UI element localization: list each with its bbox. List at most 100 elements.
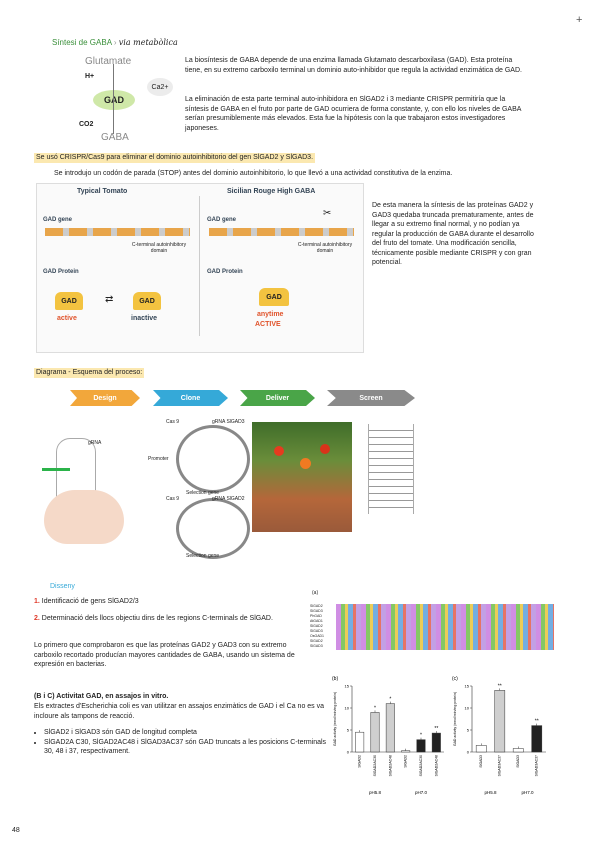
scissors-icon: ✂ bbox=[323, 208, 332, 219]
chart-c-group-label: pH5.8 bbox=[484, 790, 497, 795]
co2-label: CO2 bbox=[79, 121, 94, 128]
chart-c-bar bbox=[475, 745, 487, 753]
chart-c-category-label: SlGAD3AC37 bbox=[535, 755, 539, 776]
design-item-2: 2. Determinació dels llocs objectiu dins… bbox=[34, 615, 273, 622]
chart-c-title: (c) bbox=[452, 676, 458, 682]
glutamate-label: Glutamate bbox=[85, 56, 132, 67]
gad-gene-label-right: GAD gene bbox=[207, 217, 237, 223]
chart-b-category-label: SlGAD2AC30 bbox=[373, 755, 377, 776]
section-title-row: Síntesi de GABA › via metabòlica bbox=[52, 38, 178, 47]
chart-c-category-label: SlGAD3 bbox=[479, 755, 483, 768]
gad-gene-bar-left bbox=[45, 228, 190, 236]
cas9-label-1: Cas 9 bbox=[166, 419, 180, 425]
chart-c-star: ** bbox=[498, 683, 502, 689]
chart-b-ytick-label: 10 bbox=[345, 706, 350, 711]
step-deliver: Deliver bbox=[240, 390, 315, 406]
chart-c-group-label: pH7.0 bbox=[521, 790, 534, 795]
grna-gad-label-1: gRNA SlGAD3 bbox=[212, 419, 245, 425]
chart-b-ytick-label: 0 bbox=[347, 750, 350, 755]
intro-paragraph-2: La eliminación de esta parte terminal au… bbox=[185, 96, 522, 132]
grna-label: gRNA bbox=[88, 440, 102, 446]
calcium-cloud: Ca2+ bbox=[147, 78, 173, 96]
target-marker bbox=[42, 468, 70, 471]
chart-b-group-label: pH7.0 bbox=[415, 790, 428, 795]
reaction-arrow bbox=[113, 64, 114, 134]
cterm-label-right: C-terminal autoinhibitory domain bbox=[297, 242, 353, 254]
chart-b-title: (b) bbox=[332, 676, 338, 682]
fig-left-title: Typical Tomato bbox=[77, 188, 128, 195]
design-label: Disseny bbox=[50, 583, 75, 590]
crispr-figure: Typical Tomato Sicilian Rouge High GABA … bbox=[36, 183, 364, 353]
design-item-1: 1. Identificació de gens SlGAD2/3 bbox=[34, 598, 139, 605]
chart-b-ylabel: GAD activity (nmol/min/mg protein) bbox=[333, 692, 337, 746]
step-screen: Screen bbox=[327, 390, 415, 406]
tomato-plant-photo bbox=[252, 422, 352, 532]
exchange-arrows-icon: ⇄ bbox=[105, 294, 114, 305]
process-heading: Diagrama - Esquema del proceso: bbox=[34, 368, 145, 378]
chart-b-bar bbox=[401, 750, 411, 753]
step-clone: Clone bbox=[153, 390, 228, 406]
chart-b-category-label: SlGAD2 bbox=[404, 755, 408, 768]
chart-c-bar bbox=[512, 748, 524, 753]
chart-c-star: ** bbox=[535, 719, 539, 725]
active-caps-label: ACTIVE bbox=[255, 321, 281, 328]
chart-c-ytick-label: 10 bbox=[465, 706, 470, 711]
page-number: 48 bbox=[12, 827, 20, 834]
section-note: via metabòlica bbox=[118, 38, 178, 47]
chart-b-category-label: SlGAD2 bbox=[358, 755, 362, 768]
chart-c-ytick-label: 15 bbox=[465, 684, 470, 689]
design-result-text: Lo primero que comprobaron es que las pr… bbox=[34, 642, 295, 668]
chart-c-bar bbox=[531, 725, 543, 753]
chart-b-bar bbox=[385, 703, 395, 753]
grna-gad-label-2: gRNA SlGAD2 bbox=[212, 496, 245, 502]
chart-b-category-label: SlGAD2AC48 bbox=[434, 755, 438, 776]
gad-gene-bar-right bbox=[209, 228, 354, 236]
gad-protein-label-right: GAD Protein bbox=[207, 269, 243, 275]
crispr-heading: Se usó CRISPR/Cas9 para eliminar el domi… bbox=[34, 153, 316, 163]
gad-inactive: GAD bbox=[133, 292, 161, 310]
anytime-label: anytime bbox=[257, 311, 284, 318]
chart-b-star: * bbox=[374, 705, 376, 711]
chart-b-ytick-label: 15 bbox=[345, 684, 350, 689]
active-label: active bbox=[57, 315, 77, 322]
inactive-label: inactive bbox=[131, 315, 158, 322]
crispr-subtext: Se introdujo un codón de parada (STOP) a… bbox=[54, 170, 453, 177]
chart-b-group-label: pH5.8 bbox=[369, 790, 382, 795]
chart-b-bar bbox=[416, 739, 426, 753]
chart-c-bar bbox=[494, 690, 506, 753]
activity-text: Els extractes d'Escherichia coli es van … bbox=[34, 703, 325, 720]
alignment-colors bbox=[336, 604, 554, 650]
gad-gene-label-left: GAD gene bbox=[43, 217, 73, 223]
activity-heading: (B i C) Activitat GAD, en assajos in vit… bbox=[34, 693, 169, 700]
alignment-figure: SlGAD2 SlGAD3 PhGAD AtGAD1 SlGAD2 SlGAD3… bbox=[310, 604, 555, 652]
chart-b-bar bbox=[355, 731, 365, 753]
gaba-label: GABA bbox=[101, 132, 129, 143]
chart-b-category-label: SlGAD2AC48 bbox=[388, 755, 392, 776]
sequencing-trace bbox=[368, 424, 414, 514]
chart-b-bar bbox=[370, 712, 380, 753]
cell-shape bbox=[44, 490, 124, 544]
activity-bullets: SlGAD2 i SlGAD3 són GAD de longitud comp… bbox=[34, 728, 336, 757]
fig-a-label: (a) bbox=[312, 590, 319, 596]
gad-anytime: GAD bbox=[259, 288, 289, 306]
chart-b-star: * bbox=[389, 697, 391, 703]
chart-b-bar bbox=[431, 732, 441, 753]
chart-c-ytick-label: 0 bbox=[467, 750, 470, 755]
chart-b-star: * bbox=[420, 733, 422, 739]
cas9-label-2: Cas 9 bbox=[166, 496, 180, 502]
gaba-synthesis-diagram: Glutamate H+ Ca2+ GAD CO2 GABA bbox=[75, 52, 185, 147]
chart-b-category-label: SlGAD2AC30 bbox=[419, 755, 423, 776]
plus-icon[interactable]: + bbox=[576, 14, 583, 26]
hplus-label: H+ bbox=[85, 73, 95, 80]
gad-protein-label-left: GAD Protein bbox=[43, 269, 79, 275]
section-title: Síntesi de GABA bbox=[52, 38, 112, 47]
plasmid-1 bbox=[176, 425, 250, 493]
gad-enzyme: GAD bbox=[93, 90, 135, 110]
chart-c-category-label: SlGAD3 bbox=[516, 755, 520, 768]
selection-label-1: Selection gene bbox=[186, 490, 220, 496]
chart-c-ylabel: GAD activity (nmol/min/mg protein) bbox=[453, 692, 457, 746]
chart-b-star: ** bbox=[434, 726, 438, 732]
chart-b-ytick-label: 5 bbox=[347, 728, 350, 733]
crispr-side-text: De esta manera la síntesis de las proteí… bbox=[372, 202, 534, 266]
alignment-labels: SlGAD2 SlGAD3 PhGAD AtGAD1 SlGAD2 SlGAD3… bbox=[310, 604, 325, 648]
